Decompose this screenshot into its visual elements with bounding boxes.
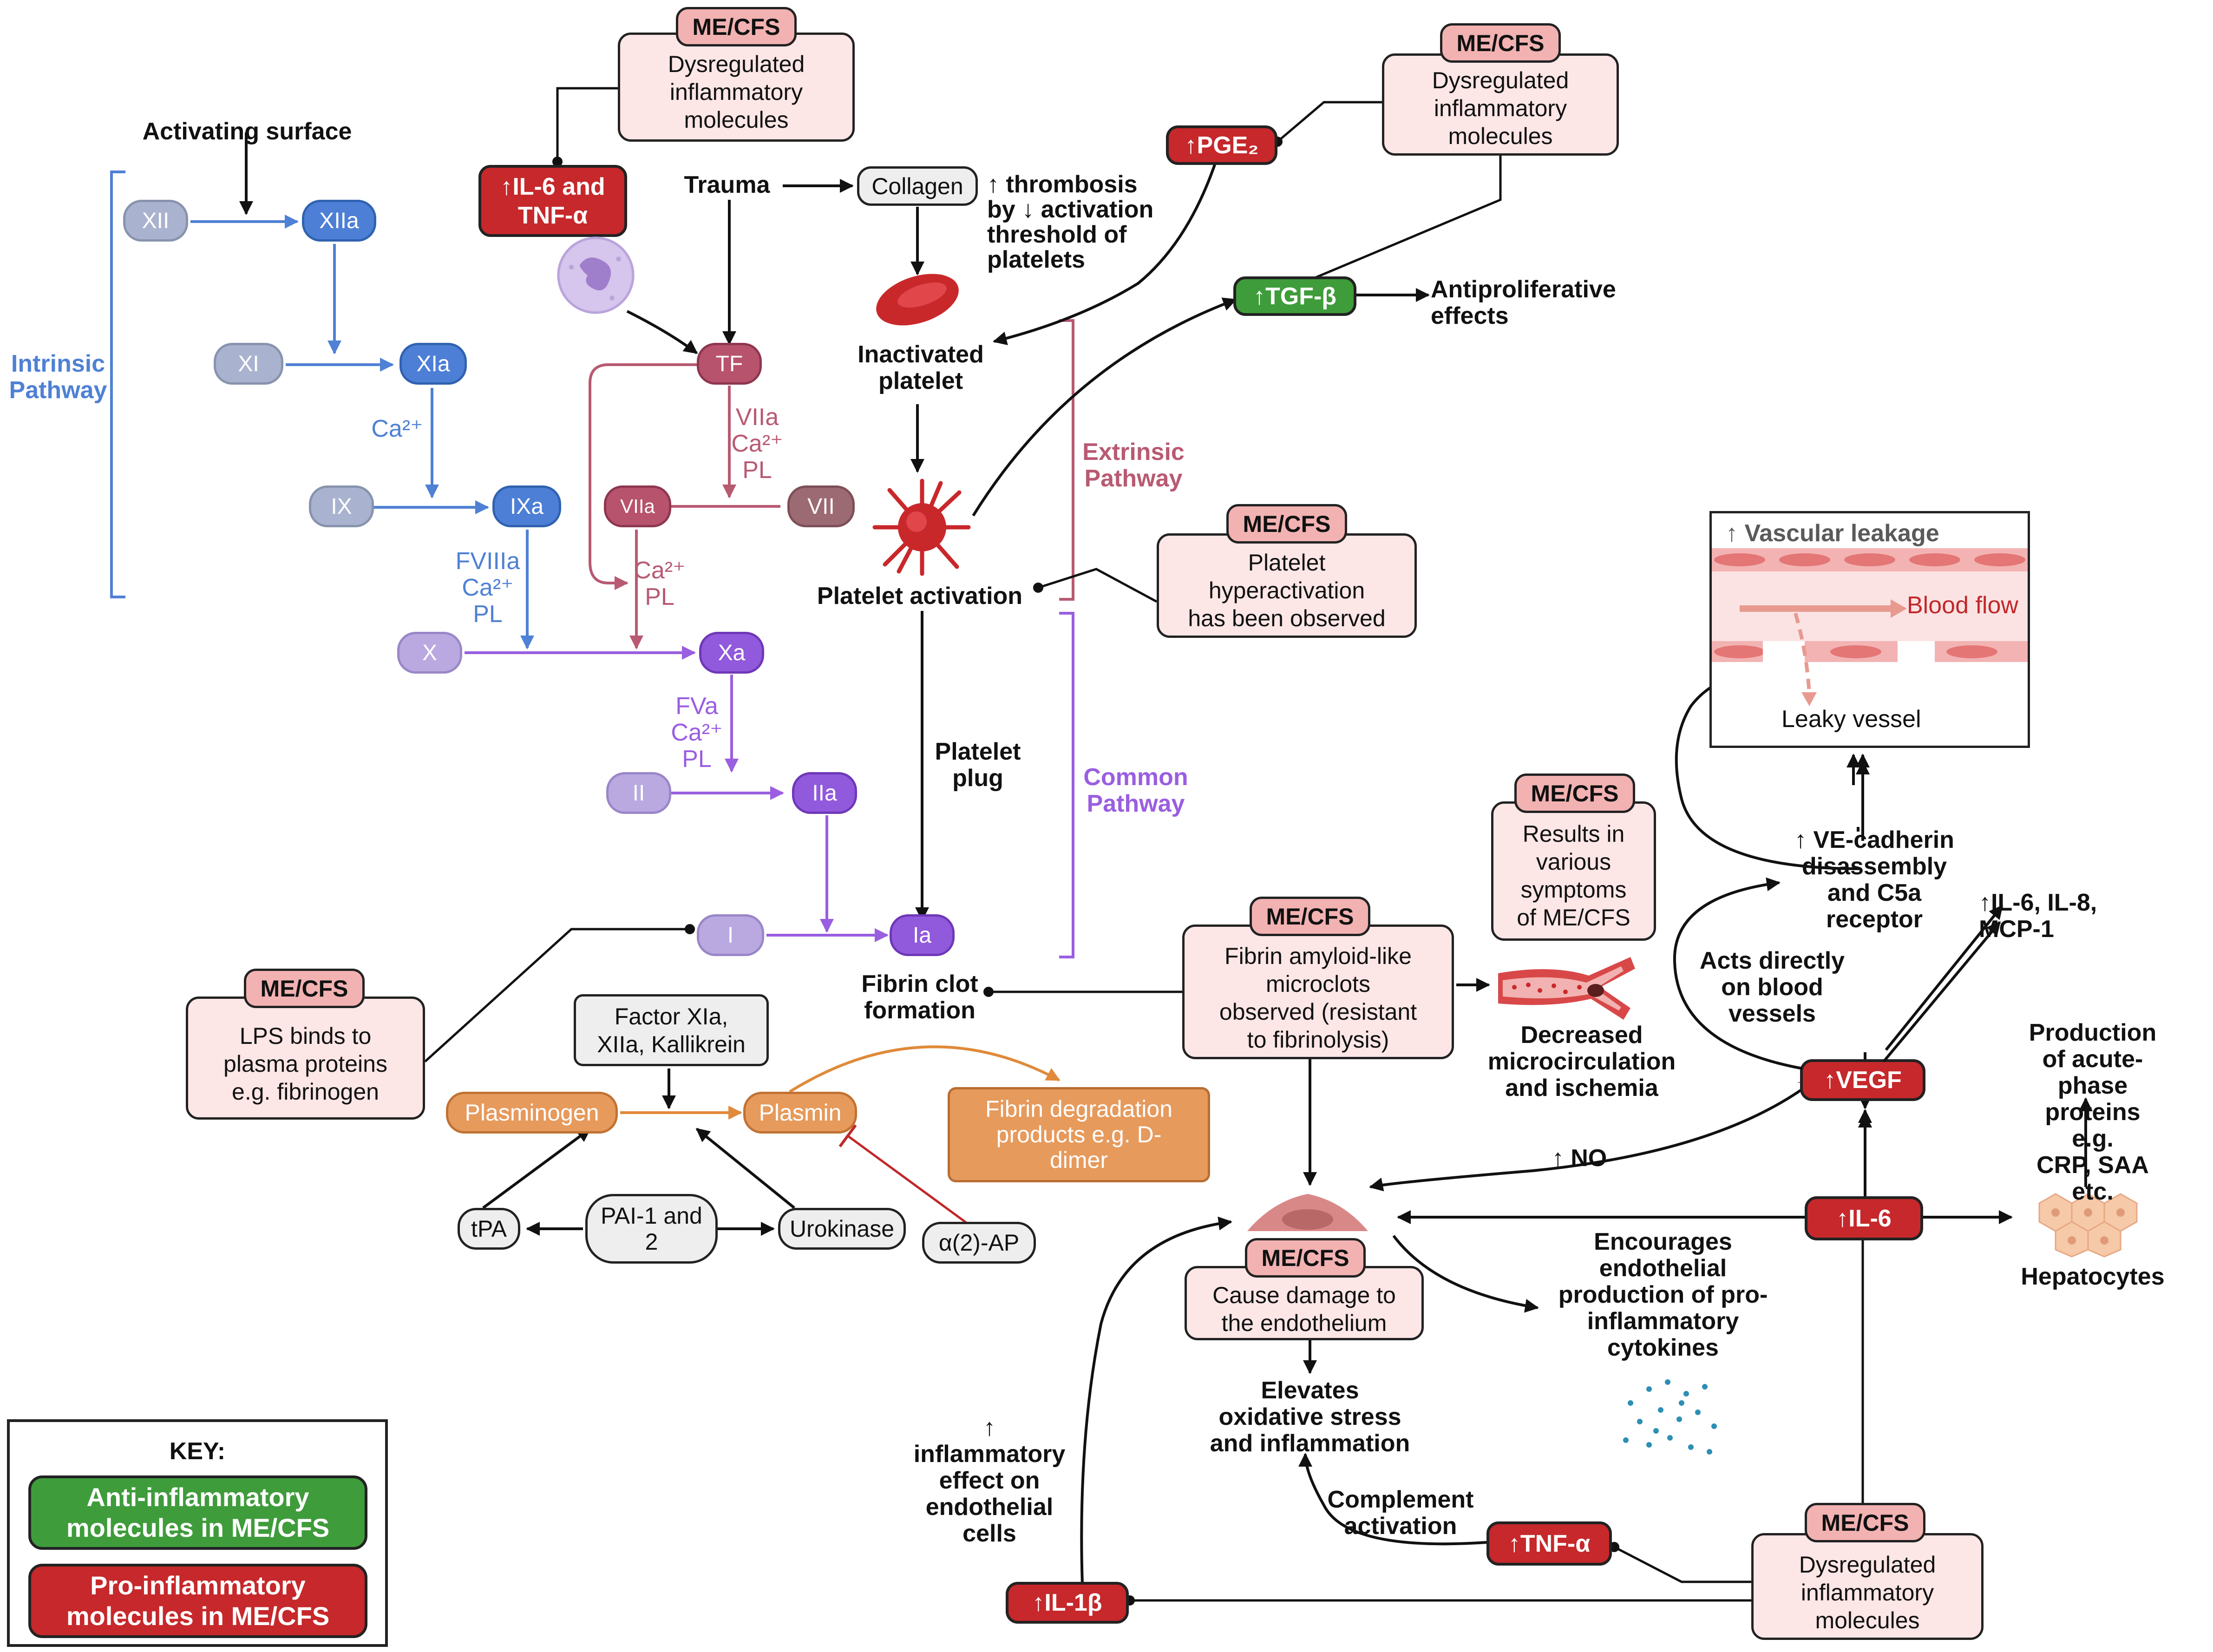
blood-flow-label: Blood flow (1907, 592, 2018, 619)
red-blood-cell-icon (876, 274, 959, 326)
neutrophil-icon (557, 236, 635, 314)
pai-node: PAI-1 and 2 (585, 1194, 718, 1264)
factor-xa: Xa (699, 632, 764, 674)
me-cfs-box-symptoms: Results in various symptoms of ME/CFS (1491, 801, 1656, 941)
ve-cadherin-label: ↑ VE-cadherin disassembly and C5a recept… (1794, 826, 1954, 933)
factor-x: X (397, 632, 462, 674)
no-label: ↑ NO (1552, 1145, 1607, 1172)
key-pro-inflammatory: Pro-inflammatory molecules in ME/CFS (28, 1564, 367, 1638)
cofactor-ca-pl: Ca²⁺ PL (634, 557, 686, 610)
factor-xia: XIa (399, 343, 467, 385)
il6-pill: ↑IL-6 (1805, 1196, 1923, 1240)
vascular-leakage-title: ↑ Vascular leakage (1726, 520, 1939, 547)
me-cfs-box-lps: LPS binds to plasma proteins e.g. fibrin… (186, 996, 425, 1120)
platelet-activation-label: Platelet activation (817, 583, 1023, 610)
vascular-leakage-illustration (1712, 548, 2028, 706)
factor-viia: VIIa (604, 485, 671, 527)
me-cfs-tag-microclots: ME/CFS (1250, 897, 1370, 936)
factor-xia-xiia-kallikrein-box: Factor XIa, XIIa, Kallikrein (574, 994, 769, 1066)
factor-i: I (697, 914, 764, 956)
blood-vessel-icon (1498, 957, 1635, 1020)
endothelial-cell-icon (1247, 1194, 1368, 1231)
common-pathway-label: Common Pathway (1083, 764, 1188, 817)
cofactor-ca-intrinsic: Ca²⁺ (371, 415, 423, 442)
inflammatory-effect-label: ↑ inflammatory effect on endothelial cel… (913, 1414, 1066, 1547)
inactivated-platelet-label: Inactivated platelet (858, 341, 984, 394)
trauma-label: Trauma (684, 171, 770, 198)
me-cfs-box-top-left: Dysregulated inflammatory molecules (618, 33, 855, 142)
il1b-pill: ↑IL-1β (1006, 1582, 1129, 1624)
plasminogen-node: Plasminogen (446, 1092, 618, 1134)
microcirculation-label: Decreased microcirculation and ischemia (1487, 1022, 1676, 1101)
cofactor-fva: FVa Ca²⁺ PL (671, 693, 723, 773)
tpa-node: tPA (458, 1208, 520, 1250)
factor-ix: IX (309, 485, 374, 527)
intrinsic-pathway-label: Intrinsic Pathway (9, 350, 107, 404)
factor-ixa: IXa (492, 485, 561, 527)
acute-phase-label: Production of acute- phase proteins e.g.… (2029, 1019, 2157, 1205)
hepatocytes-label: Hepatocytes (2021, 1263, 2165, 1290)
alpha2-ap-node: α(2)-AP (922, 1222, 1036, 1264)
factor-tf: TF (697, 343, 762, 385)
me-cfs-box-bottom-right: Dysregulated inflammatory molecules (1751, 1533, 1984, 1640)
vascular-leakage-panel: ↑ Vascular leakage Blood flow Leaky vess… (1709, 511, 2030, 748)
collagen-box: Collagen (857, 166, 978, 206)
cytokine-dots-icon (1623, 1379, 1717, 1455)
me-cfs-tag-top-left: ME/CFS (676, 7, 797, 46)
antiproliferative-label: Antiproliferative effects (1431, 276, 1616, 329)
plasmin-node: Plasmin (743, 1092, 857, 1134)
il6-tnf-pill: ↑IL-6 and TNF-α (478, 165, 627, 237)
factor-xiia: XIIa (302, 200, 376, 242)
oxidative-stress-label: Elevates oxidative stress and inflammati… (1210, 1377, 1410, 1457)
factor-xi: XI (214, 343, 283, 385)
platelet-plug-label: Platelet plug (935, 738, 1021, 792)
hepatocytes-icon (2038, 1193, 2138, 1258)
activated-platelet-icon (872, 479, 971, 576)
factor-ii: II (606, 772, 671, 814)
thrombosis-label: ↑ thrombosis by ↓ activation threshold o… (987, 171, 1154, 273)
cofactor-fviiia: FVIIIa Ca²⁺ PL (455, 548, 520, 628)
me-cfs-tag-platelet: ME/CFS (1226, 504, 1347, 544)
fibrin-degradation-box: Fibrin degradation products e.g. D- dime… (948, 1087, 1210, 1182)
factor-vii: VII (787, 485, 855, 527)
acts-directly-label: Acts directly on blood vessels (1699, 947, 1845, 1027)
key-title: KEY: (169, 1438, 226, 1465)
me-cfs-tag-endothelium: ME/CFS (1245, 1238, 1366, 1278)
factor-iia: IIa (792, 772, 857, 814)
key-anti-inflammatory: Anti-inflammatory molecules in ME/CFS (28, 1475, 367, 1550)
factor-xii: XII (123, 200, 188, 242)
vegf-pill: ↑VEGF (1800, 1059, 1925, 1101)
extrinsic-pathway-label: Extrinsic Pathway (1082, 439, 1185, 492)
pge2-pill: ↑PGE₂ (1166, 125, 1277, 165)
me-cfs-tag-symptoms: ME/CFS (1514, 774, 1635, 813)
encourages-label: Encourages endothelial production of pro… (1558, 1228, 1768, 1361)
fibrin-clot-label: Fibrin clot formation (861, 970, 978, 1024)
factor-ia: Ia (890, 914, 955, 956)
leaky-vessel-label: Leaky vessel (1781, 706, 1921, 733)
cofactor-viia-ca-pl: VIIa Ca²⁺ PL (731, 404, 783, 484)
tnf-alpha-pill: ↑TNF-α (1486, 1521, 1612, 1566)
activating-surface-label: Activating surface (142, 118, 352, 145)
il6-il8-label: ↑IL-6, IL-8, MCP-1 (1979, 889, 2097, 943)
me-cfs-box-platelet-hyperactivation: Platelet hyperactivation has been observ… (1157, 533, 1417, 638)
me-cfs-tag-top-right: ME/CFS (1440, 23, 1561, 63)
me-cfs-box-microclots: Fibrin amyloid-like microclots observed … (1182, 924, 1454, 1059)
complement-activation-label: Complement activation (1327, 1486, 1474, 1540)
me-cfs-tag-lps: ME/CFS (244, 969, 365, 1008)
me-cfs-box-top-right: Dysregulated inflammatory molecules (1382, 53, 1619, 156)
tgf-beta-pill: ↑TGF-β (1233, 276, 1356, 316)
urokinase-node: Urokinase (778, 1208, 906, 1250)
me-cfs-tag-bottom-right: ME/CFS (1805, 1503, 1925, 1542)
key-legend: KEY: Anti-inflammatory molecules in ME/C… (7, 1419, 388, 1647)
me-cfs-box-endothelium: Cause damage to the endothelium (1185, 1266, 1424, 1340)
